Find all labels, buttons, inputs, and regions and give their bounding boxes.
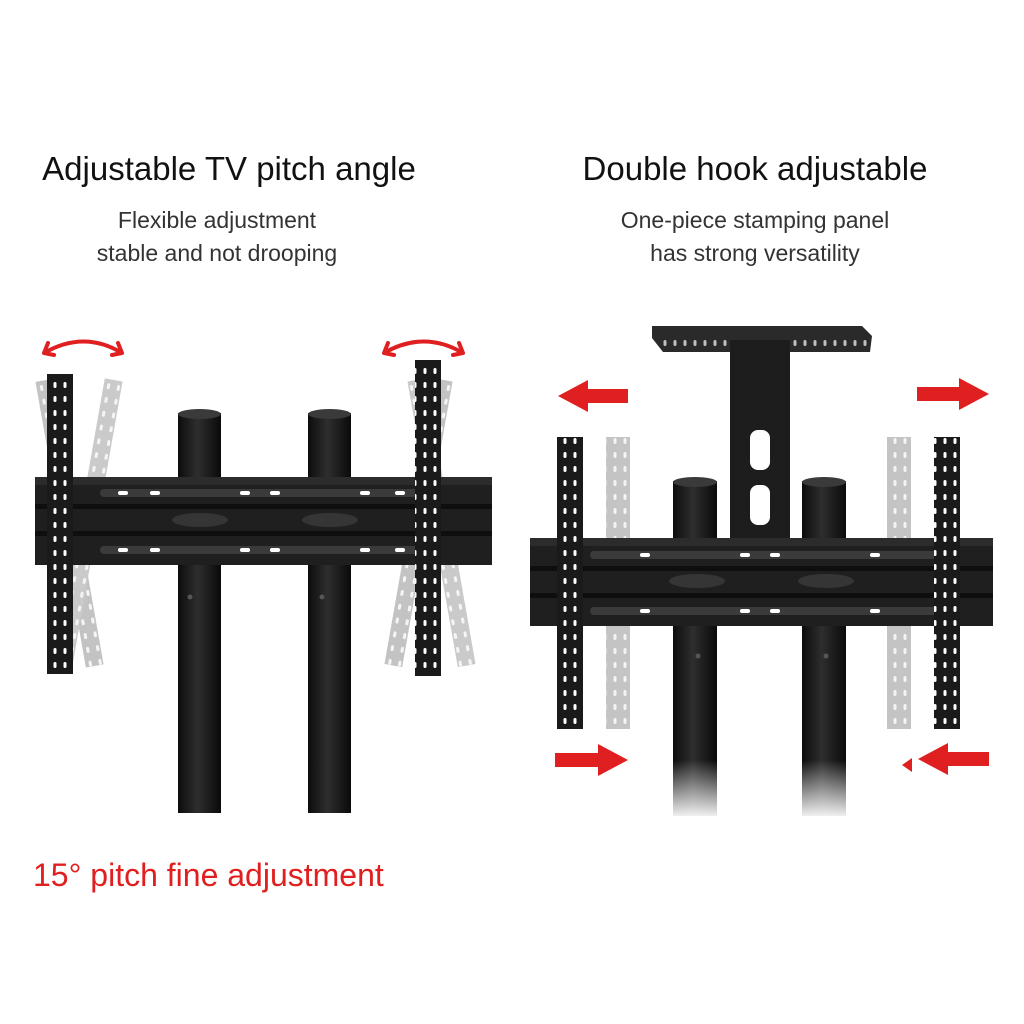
right-panel-subtitle-line1: One-piece stamping panel bbox=[620, 207, 890, 233]
left-stand-poles bbox=[178, 409, 351, 813]
left-vertical-brackets bbox=[47, 360, 441, 676]
slide-arrow-top-right bbox=[917, 378, 989, 410]
slide-arrow-top-left bbox=[558, 380, 628, 412]
right-panel-subtitle-line2: has strong versatility bbox=[650, 240, 860, 266]
pitch-adjustment-caption: 15° pitch fine adjustment bbox=[33, 857, 384, 893]
right-vertical-brackets bbox=[557, 437, 960, 729]
tilt-arrow-left bbox=[42, 339, 124, 357]
right-stand-illustration bbox=[530, 326, 993, 820]
left-panel-title: Adjustable TV pitch angle bbox=[42, 150, 416, 187]
right-mounting-plate bbox=[530, 538, 993, 626]
slide-arrow-bottom-right bbox=[902, 743, 989, 775]
left-panel-subtitle-line1: Flexible adjustment bbox=[117, 207, 317, 233]
left-panel-subtitle-line2: stable and not drooping bbox=[96, 240, 338, 266]
right-stand-poles bbox=[660, 477, 860, 820]
slide-arrow-bottom-left bbox=[555, 744, 628, 776]
tilt-arrow-right bbox=[382, 339, 465, 357]
right-panel-title: Double hook adjustable bbox=[582, 150, 928, 187]
top-tray-bracket bbox=[652, 326, 872, 540]
left-stand-illustration bbox=[35, 339, 492, 813]
